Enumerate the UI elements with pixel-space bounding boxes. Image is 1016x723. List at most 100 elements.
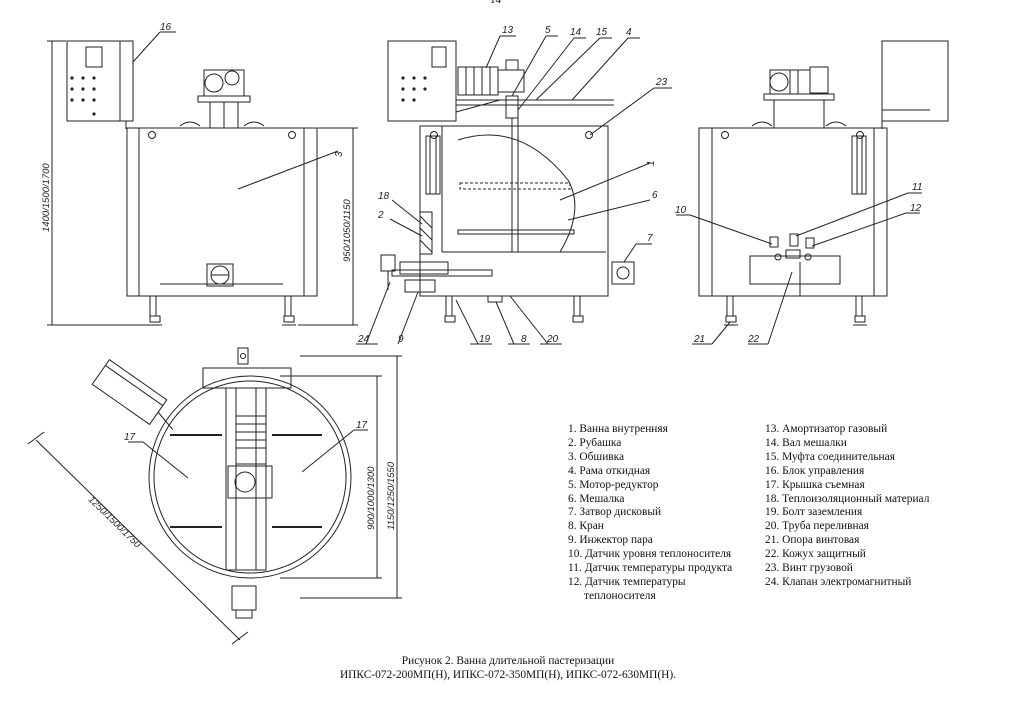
legend-item-number: 15. — [765, 450, 780, 463]
legend-item-text: Мотор-редуктор — [579, 478, 659, 491]
figure-caption: Рисунок 2. Ванна длительной пастеризации… — [0, 655, 1016, 682]
legend-item: 12. Датчик температуры — [568, 576, 732, 590]
legend-item-text: Датчик уровня теплоносителя — [585, 548, 732, 561]
dim-height-front: 1400/1500/1700 — [41, 163, 52, 232]
legend-item-text: Обшивка — [579, 450, 625, 463]
legend-item: 6. Мешалка — [568, 493, 732, 507]
legend-item-number: 2. — [568, 436, 577, 449]
legend-item: 7. Затвор дисковый — [568, 506, 732, 520]
legend-item-number: 13. — [765, 423, 780, 435]
legend-item-text: Рубашка — [579, 436, 622, 449]
outer-casing — [127, 128, 317, 296]
callout-5: 5 — [545, 25, 551, 36]
vessel-outline-top — [149, 376, 351, 578]
legend-item: 4. Рама откидная — [568, 465, 732, 479]
legend-item-number: 18. — [765, 492, 780, 505]
callout-9: 9 — [398, 334, 404, 345]
callout-12: 12 — [910, 203, 922, 214]
side-section-view — [356, 36, 672, 344]
rear-view — [676, 41, 948, 344]
dim-top-outer: 1150/1250/1550 — [386, 461, 397, 530]
legend-item: 5. Мотор-редуктор — [568, 479, 732, 493]
legend-item-number: 14. — [765, 436, 780, 449]
legend-item: 11. Датчик температуры продукта — [568, 562, 732, 576]
callout-21: 21 — [693, 334, 705, 345]
legend-item-number: 22. — [765, 548, 780, 561]
dim-body-height: 950/1050/1150 — [342, 199, 353, 262]
callout-3: 3 — [334, 151, 345, 157]
legend-item-number: 17. — [765, 478, 780, 491]
legend-item-number: 19. — [765, 506, 780, 519]
legend-item-text: Опора винтовая — [782, 534, 860, 547]
legend-item-number: 12. — [568, 575, 583, 588]
callout-20: 20 — [546, 334, 559, 345]
legend-item: 14. Вал мешалки — [765, 437, 929, 451]
legend-item-number: 8. — [568, 520, 577, 533]
legend-item: 22. Кожух защитный — [765, 548, 929, 562]
callout-19: 19 — [479, 334, 491, 345]
legend-item: 17. Крышка съемная — [765, 479, 929, 493]
legend-item: 3. Обшивка — [568, 451, 732, 465]
legend-item-text: Кожух защитный — [782, 548, 866, 561]
callout-17-left: 17 — [124, 432, 136, 443]
legend-item-number: 7. — [568, 506, 577, 519]
legend-item-number: 5. — [568, 478, 577, 491]
legend-item-number: 10. — [568, 548, 583, 561]
hinged-frame-top — [226, 388, 266, 570]
legend-item: 10. Датчик уровня теплоносителя — [568, 548, 732, 562]
legend-item-number: 16. — [765, 464, 780, 477]
legend-item: 8. Кран — [568, 520, 732, 534]
control-unit-rear — [882, 41, 948, 121]
callout-16: 16 — [160, 22, 172, 33]
callout-6: 6 — [652, 190, 658, 201]
legend-item: 21. Опора винтовая — [765, 534, 929, 548]
top-view — [28, 348, 402, 644]
callout-23: 23 — [655, 77, 668, 88]
legend-item-text: Датчик температуры — [585, 575, 686, 588]
callout-24: 24 — [357, 334, 370, 345]
caption-line-2: ИПКС-072-200МП(Н), ИПКС-072-350МП(Н), ИП… — [339, 668, 677, 681]
legend-item-text: Кран — [579, 520, 604, 533]
legend-item-text: Болт заземления — [782, 506, 863, 519]
legend-item-number: 1. — [568, 423, 577, 435]
callout-18: 18 — [378, 191, 390, 202]
callout-13: 13 — [502, 25, 514, 36]
dim-diagonal: 1250/1500/1750 — [86, 494, 143, 550]
motor-side — [458, 67, 498, 95]
legend-item-number: 21. — [765, 534, 780, 547]
legend-item-text: Мешалка — [579, 492, 625, 505]
legend-item: 24. Клапан электромагнитный — [765, 576, 929, 590]
legend-item-text: Блок управления — [782, 464, 865, 477]
legend-item: 1. Ванна внутренняя — [568, 423, 732, 437]
legend-item-text: Ванна внутренняя — [579, 423, 668, 435]
legend-item: 16. Блок управления — [765, 465, 929, 479]
callout-11: 11 — [912, 182, 922, 193]
legend-item: 18. Теплоизоляционный материал — [765, 493, 929, 507]
legend-item-number: 11. — [568, 562, 582, 575]
legend-item-text: Теплоизоляционный материал — [782, 492, 930, 505]
legend-item-text: Вал мешалки — [782, 436, 847, 449]
caption-line-1: Рисунок 2. Ванна длительной пастеризации — [401, 655, 615, 667]
legend-item: 15. Муфта соединительная — [765, 451, 929, 465]
callout-2: 2 — [377, 210, 384, 221]
legend-item-text: Амортизатор газовый — [782, 423, 888, 435]
disc-valve-side — [612, 262, 634, 284]
stirrer-blades — [458, 183, 574, 234]
outer-casing-rear — [699, 128, 887, 296]
legend-item: 13. Амортизатор газовый — [765, 423, 929, 437]
callout-8: 8 — [521, 334, 527, 345]
solenoid-valve — [381, 255, 395, 271]
legend-item-continuation: теплоносителя — [584, 589, 656, 602]
legend-item-number: 24. — [765, 575, 780, 588]
legend-item-number: 9. — [568, 534, 577, 547]
insulation — [420, 212, 432, 254]
control-unit — [67, 41, 133, 121]
legend-item-text: Винт грузовой — [782, 562, 853, 575]
legend-item: 23. Винт грузовой — [765, 562, 929, 576]
legend-item-text: Муфта соединительная — [782, 450, 895, 463]
legend-item-text: Инжектор пара — [579, 534, 653, 547]
screw-legs — [148, 296, 296, 325]
legend-item-number: 23. — [765, 562, 780, 575]
control-buttons — [70, 76, 96, 116]
